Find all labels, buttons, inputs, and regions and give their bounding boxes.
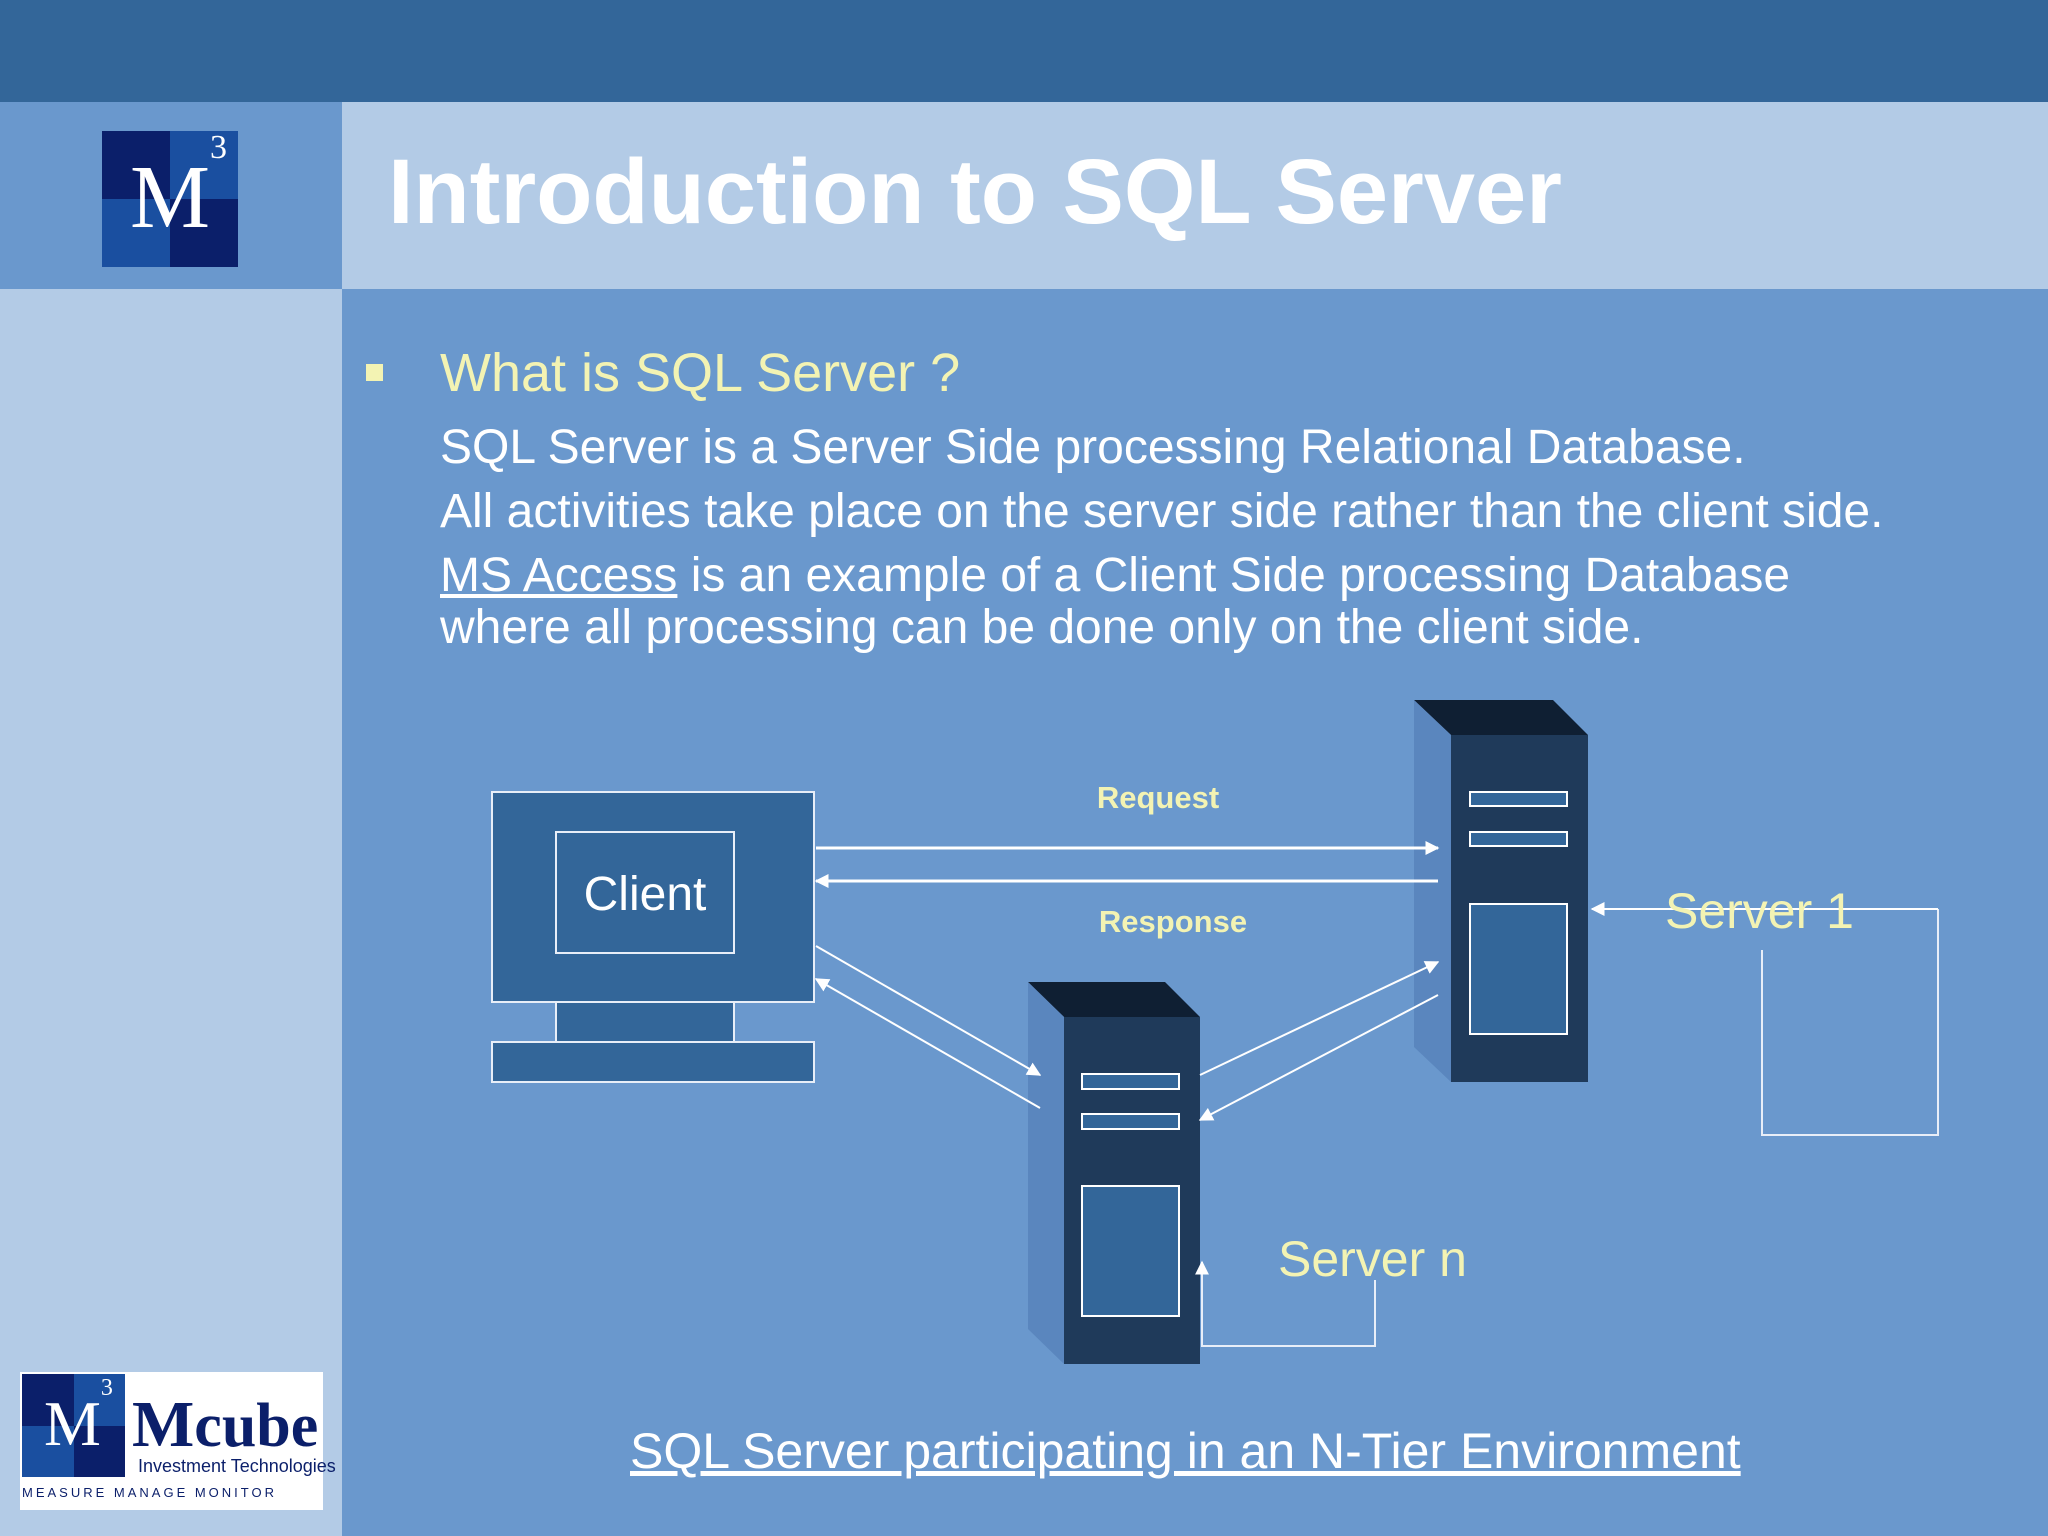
mcube-wordmark: Mcube — [132, 1388, 319, 1461]
mcube-subtitle: Investment Technologies — [138, 1456, 336, 1476]
body-line-4: where all processing can be done only on… — [440, 601, 1644, 654]
section-heading: What is SQL Server ? — [440, 343, 961, 403]
bullet-square-icon — [366, 364, 383, 381]
footer-m3-mark: M3 — [22, 1374, 125, 1477]
server-1-slot-2 — [1469, 831, 1568, 847]
client-label: Client — [584, 868, 707, 921]
server-n-top — [1028, 982, 1200, 1017]
server-1-slot-1 — [1469, 791, 1568, 807]
server-1-label: Server 1 — [1665, 883, 1854, 939]
server-n-side — [1028, 982, 1064, 1364]
body-line-3: MS Access is an example of a Client Side… — [440, 552, 1790, 600]
body-line-1: SQL Server is a Server Side processing R… — [440, 421, 1746, 474]
server-n-panel — [1081, 1185, 1180, 1317]
server-1-tower — [1414, 700, 1588, 1082]
m3-logo-text: M3 — [130, 131, 228, 247]
ms-access-link[interactable]: MS Access — [440, 549, 678, 602]
server-1-top — [1414, 700, 1588, 735]
body-line-2: All activities take place on the server … — [440, 485, 1884, 538]
mcube-tagline: MEASURE MANAGE MONITOR — [22, 1485, 278, 1500]
mcube-footer-logo: M3 Mcube Investment Technologies MEASURE… — [20, 1372, 336, 1510]
server-n-tower — [1028, 982, 1200, 1364]
server-1-side — [1414, 700, 1451, 1082]
footer-m3-text: M3 — [44, 1374, 113, 1459]
title-band — [342, 102, 2048, 289]
body-line-3-rest: is an example of a Client Side processin… — [677, 549, 1791, 602]
left-sidebar-band — [0, 102, 342, 1536]
server-n-callout-line — [1195, 1260, 1376, 1347]
client-base — [491, 1041, 815, 1083]
server-1-callout-line — [1761, 909, 1939, 1136]
server-1-panel — [1469, 903, 1568, 1035]
m3-logo: M3 — [102, 131, 238, 267]
server-n-slot-2 — [1081, 1113, 1180, 1130]
slide-title: Introduction to SQL Server — [388, 141, 1562, 243]
response-label: Response — [1099, 904, 1247, 939]
request-label: Request — [1097, 780, 1219, 815]
server-1-to-server-n-arrow — [1198, 994, 1439, 1121]
client-to-server-n-arrow — [815, 945, 1042, 1076]
client-stand — [555, 1001, 735, 1043]
diagram-caption-link[interactable]: SQL Server participating in an N-Tier En… — [630, 1423, 1741, 1479]
server-n-to-client-arrow — [814, 978, 1041, 1109]
top-bar — [0, 0, 2048, 102]
server-n-slot-1 — [1081, 1073, 1180, 1090]
client-screen — [555, 831, 735, 954]
server-n-label: Server n — [1278, 1231, 1467, 1287]
client-computer: Client — [491, 791, 815, 1083]
server-n-to-server-1-arrow — [1199, 961, 1440, 1076]
